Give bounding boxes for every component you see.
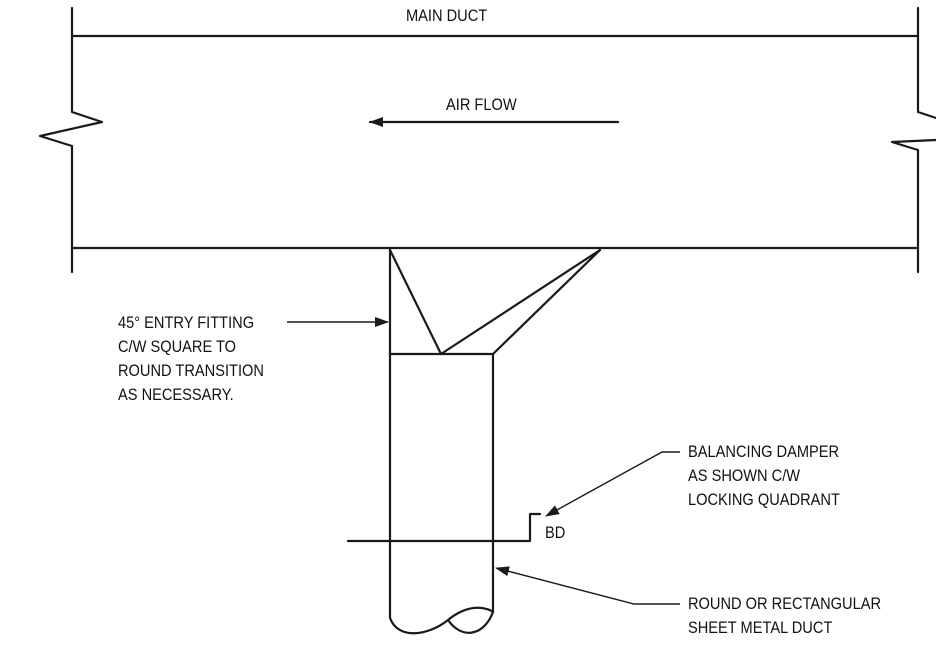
branch-break-curve-outer xyxy=(388,606,495,635)
left-break-line xyxy=(38,6,104,274)
right-break-line xyxy=(890,6,936,274)
entry-fitting xyxy=(388,248,602,356)
damper-leader xyxy=(545,451,680,517)
branch-duct-label: ROUND OR RECTANGULAR SHEET METAL DUCT xyxy=(688,594,882,637)
bd-tag: BD xyxy=(545,523,566,542)
entry-fitting-label: 45° ENTRY FITTING C/W SQUARE TO ROUND TR… xyxy=(118,313,264,404)
branch-duct xyxy=(388,352,495,635)
damper-blade-line xyxy=(346,512,542,543)
main-duct-label: MAIN DUCT xyxy=(406,6,488,25)
air-flow-label: AIR FLOW xyxy=(446,95,517,114)
branch-break-curve-inner xyxy=(446,610,495,634)
branch-duct-leader xyxy=(495,566,680,605)
main-duct xyxy=(38,6,936,274)
balancing-damper xyxy=(346,512,542,543)
fitting-outer-diagonal xyxy=(491,248,602,356)
fitting-diagonal xyxy=(439,248,602,356)
fitting-inner-line xyxy=(388,248,443,356)
balancing-damper-label: BALANCING DAMPER AS SHOWN C/W LOCKING QU… xyxy=(688,442,840,509)
